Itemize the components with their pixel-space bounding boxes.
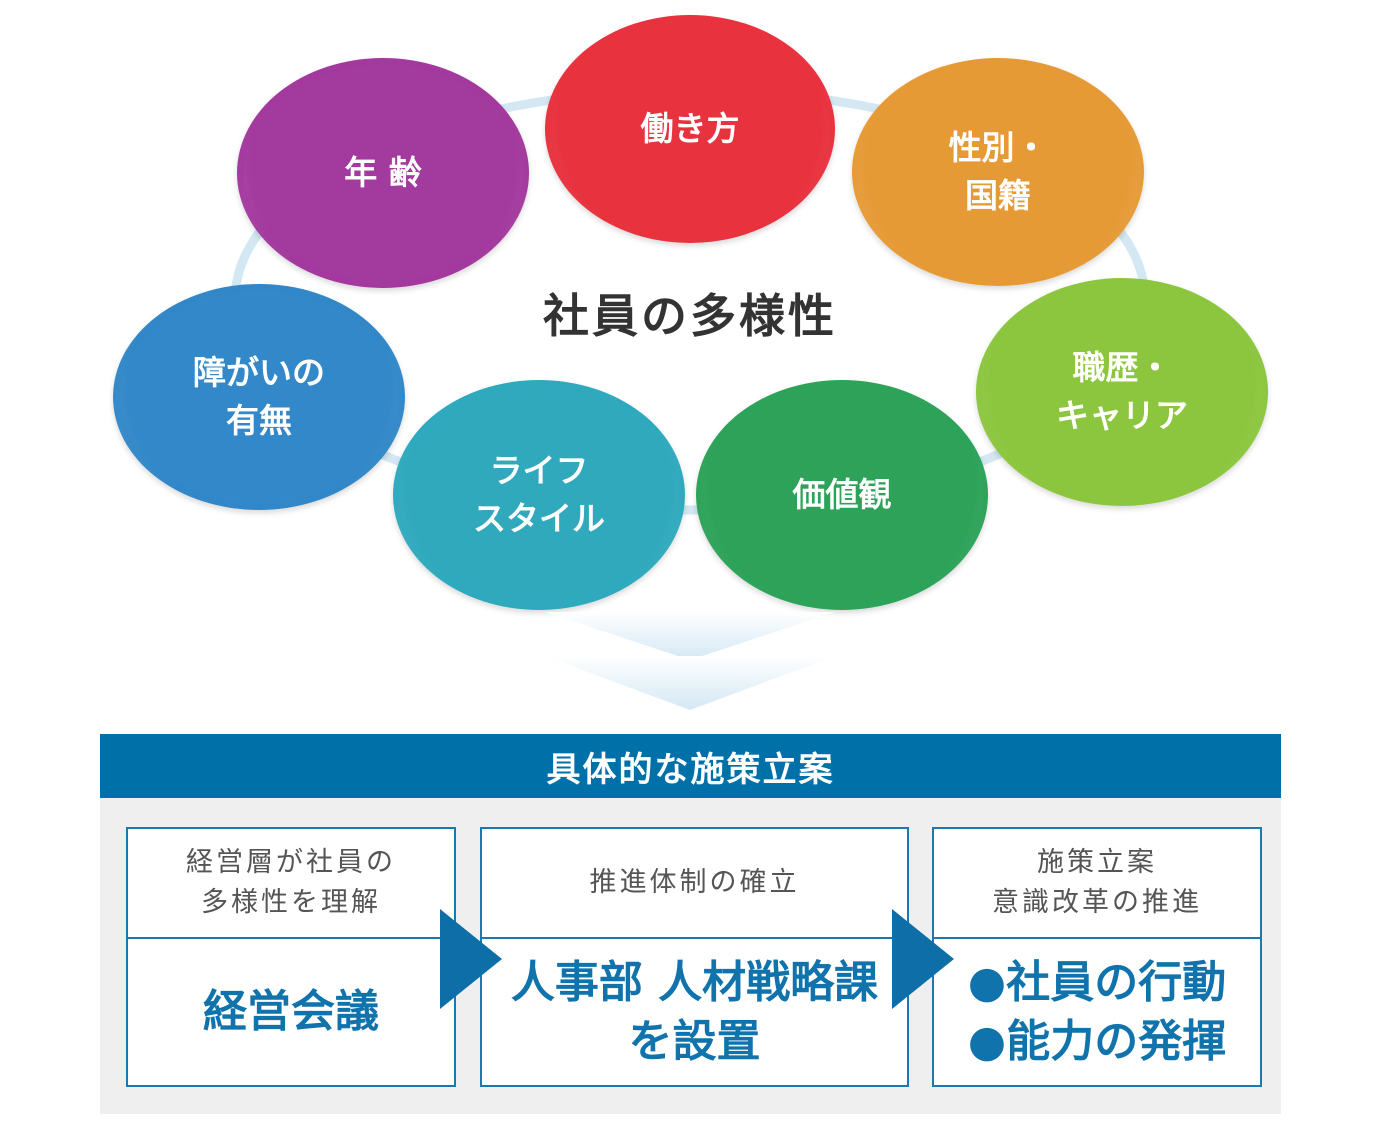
arrow-right-icon — [440, 909, 502, 1009]
step-box-management: 経営層が社員の 多様性を理解 経営会議 — [126, 827, 456, 1087]
panel-header: 具体的な施策立案 — [100, 734, 1281, 798]
bubble-disability: 障がいの 有無 — [113, 284, 405, 510]
step-box-actions: 施策立案 意識改革の推進 ●社員の行動 ●能力の発揮 — [932, 827, 1262, 1087]
step-description: 推進体制の確立 — [482, 829, 907, 939]
bubble-label: 働き方 — [640, 109, 740, 149]
diversity-diagram: 働き方 年 齢 性別・ 国籍 障がいの 有無 職歴・ キャリア ライフ スタイル… — [113, 15, 1268, 610]
step-title: ●社員の行動 ●能力の発揮 — [967, 956, 1227, 1067]
bubble-gender-nationality: 性別・ 国籍 — [852, 58, 1144, 286]
bubble-lifestyle: ライフ スタイル — [393, 380, 685, 610]
bubble-values: 価値観 — [696, 380, 988, 610]
center-title: 社員の多様性 — [543, 289, 837, 343]
step-description: 施策立案 意識改革の推進 — [934, 829, 1260, 939]
bubble-age: 年 齢 — [237, 58, 529, 288]
step-title: 人事部 人材戦略課 を設置 — [510, 956, 879, 1067]
bubble-label: 価値観 — [792, 475, 892, 515]
measures-panel: 具体的な施策立案 経営層が社員の 多様性を理解 経営会議 推進体制の確立 人事部… — [100, 734, 1281, 1114]
bubble-label: 年 齢 — [344, 153, 422, 193]
step-box-hr-division: 推進体制の確立 人事部 人材戦略課 を設置 — [480, 827, 909, 1087]
step-description: 経営層が社員の 多様性を理解 — [128, 829, 454, 939]
bubble-work-style: 働き方 — [545, 15, 835, 243]
bubble-label: 障がいの 有無 — [193, 353, 325, 440]
bubble-label: ライフ スタイル — [473, 451, 605, 538]
down-arrow-icon — [545, 612, 835, 710]
bubble-label: 職歴・ キャリア — [1056, 348, 1188, 435]
step-title: 経営会議 — [203, 986, 379, 1038]
bubble-label: 性別・ 国籍 — [948, 128, 1048, 215]
arrow-right-icon — [892, 909, 954, 1009]
bubble-career: 職歴・ キャリア — [976, 278, 1268, 506]
